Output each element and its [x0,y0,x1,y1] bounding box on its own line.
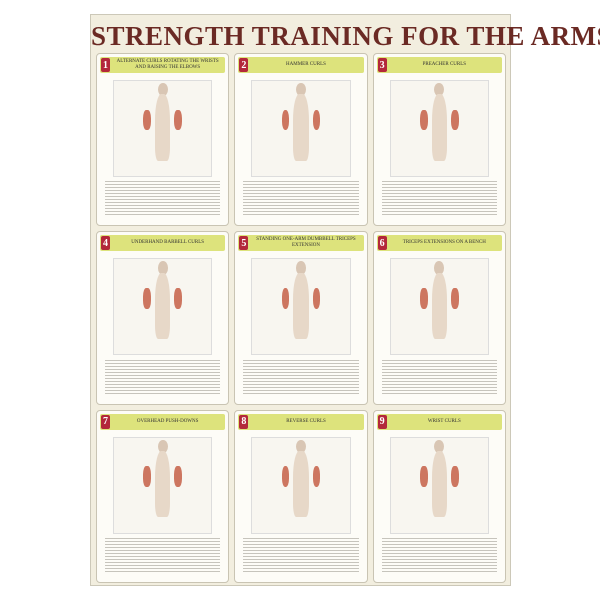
figure-head [157,261,168,275]
figure-head [434,439,445,453]
exercise-panel: 9 Wrist curls [372,409,506,583]
panel-number-badge: 6 [377,236,387,251]
figure-torso [431,272,448,340]
highlighted-muscle [281,466,290,488]
figure-torso [431,94,448,161]
panel-number-badge: 2 [239,58,249,72]
exercise-panel: 3 Preacher curls [372,53,506,227]
instruction-text-block [243,535,359,574]
exercise-grid: 1 Alternate curls rotating the wrists an… [96,53,506,583]
panel-title: Alternate curls rotating the wrists and … [116,59,219,70]
figure-head [296,439,306,453]
panel-title: Standing one-arm dumbbell triceps extens… [256,237,356,249]
figure-head [157,82,168,97]
anatomy-illustration [251,436,351,534]
instruction-text-block [105,179,221,218]
panel-number-badge: 4 [101,236,110,251]
panel-title: Hammer curls [286,62,326,67]
anatomy-illustration [389,436,489,534]
panel-number-badge: 1 [101,58,110,72]
instruction-text-block [105,535,221,574]
figure-torso [154,94,171,161]
exercise-panel: 1 Alternate curls rotating the wrists an… [96,53,230,227]
panel-title: Triceps extensions on a bench [402,240,486,246]
panel-number-badge: 9 [377,414,387,429]
anatomy-illustration [251,258,351,356]
highlighted-muscle [174,287,183,309]
anatomy-illustration [113,80,213,177]
figure-torso [154,450,171,518]
exercise-panel: 4 Underhand barbell curls [96,231,230,405]
panel-header: 5 Standing one-arm dumbbell triceps exte… [238,235,364,252]
panel-header: 9 Wrist curls [376,413,502,430]
panel-header: 4 Underhand barbell curls [100,235,226,252]
figure-head [296,82,306,97]
exercise-panel: 8 Reverse curls [234,409,368,583]
panel-title: Reverse curls [286,418,326,424]
highlighted-muscle [450,466,459,488]
panel-title: Preacher curls [422,62,467,67]
figure-head [296,261,306,275]
figure-torso [431,450,448,518]
highlighted-muscle [312,287,321,309]
instruction-text-block [243,357,359,396]
highlighted-muscle [281,109,290,131]
highlighted-muscle [419,466,428,488]
highlighted-muscle [143,466,151,488]
anatomy-illustration [389,80,489,177]
highlighted-muscle [174,109,183,131]
highlighted-muscle [312,466,321,488]
figure-head [434,82,445,97]
instruction-text-block [105,357,221,396]
instruction-text-block [381,535,497,574]
highlighted-muscle [143,287,151,309]
figure-torso [293,94,309,161]
panel-header: 6 Triceps extensions on a bench [376,235,502,252]
panel-header: 1 Alternate curls rotating the wrists an… [100,57,226,73]
highlighted-muscle [312,109,321,131]
figure-head [434,261,445,275]
highlighted-muscle [450,109,459,131]
figure-torso [293,272,309,340]
highlighted-muscle [450,287,459,309]
figure-torso [293,450,309,518]
anatomy-illustration [389,258,489,356]
exercise-panel: 2 Hammer curls [234,53,368,227]
instruction-text-block [243,179,359,218]
highlighted-muscle [174,466,183,488]
panel-title: Underhand barbell curls [131,240,205,246]
panel-header: 2 Hammer curls [238,57,364,73]
figure-head [157,439,168,453]
exercise-panel: 6 Triceps extensions on a bench [372,231,506,405]
instruction-text-block [381,179,497,218]
highlighted-muscle [419,109,428,131]
figure-torso [154,272,171,340]
panel-title: Wrist curls [427,418,461,424]
anatomy-illustration [113,436,213,534]
panel-header: 8 Reverse curls [238,413,364,430]
highlighted-muscle [419,287,428,309]
exercise-panel: 5 Standing one-arm dumbbell triceps exte… [234,231,368,405]
panel-title: Overhead push-downs [136,418,199,424]
panel-header: 3 Preacher curls [376,57,502,73]
highlighted-muscle [143,109,151,131]
highlighted-muscle [281,287,290,309]
panel-number-badge: 3 [377,58,387,72]
anatomy-illustration [113,258,213,356]
poster: STRENGTH TRAINING FOR THE ARMS 1 Alterna… [90,14,600,586]
panel-number-badge: 7 [101,414,110,429]
panel-header: 7 Overhead push-downs [100,413,226,430]
panel-number-badge: 5 [239,236,249,251]
panel-number-badge: 8 [239,414,249,429]
anatomy-illustration [251,80,351,177]
instruction-text-block [381,357,497,396]
poster-title: STRENGTH TRAINING FOR THE ARMS [91,21,600,51]
exercise-panel: 7 Overhead push-downs [96,409,230,583]
